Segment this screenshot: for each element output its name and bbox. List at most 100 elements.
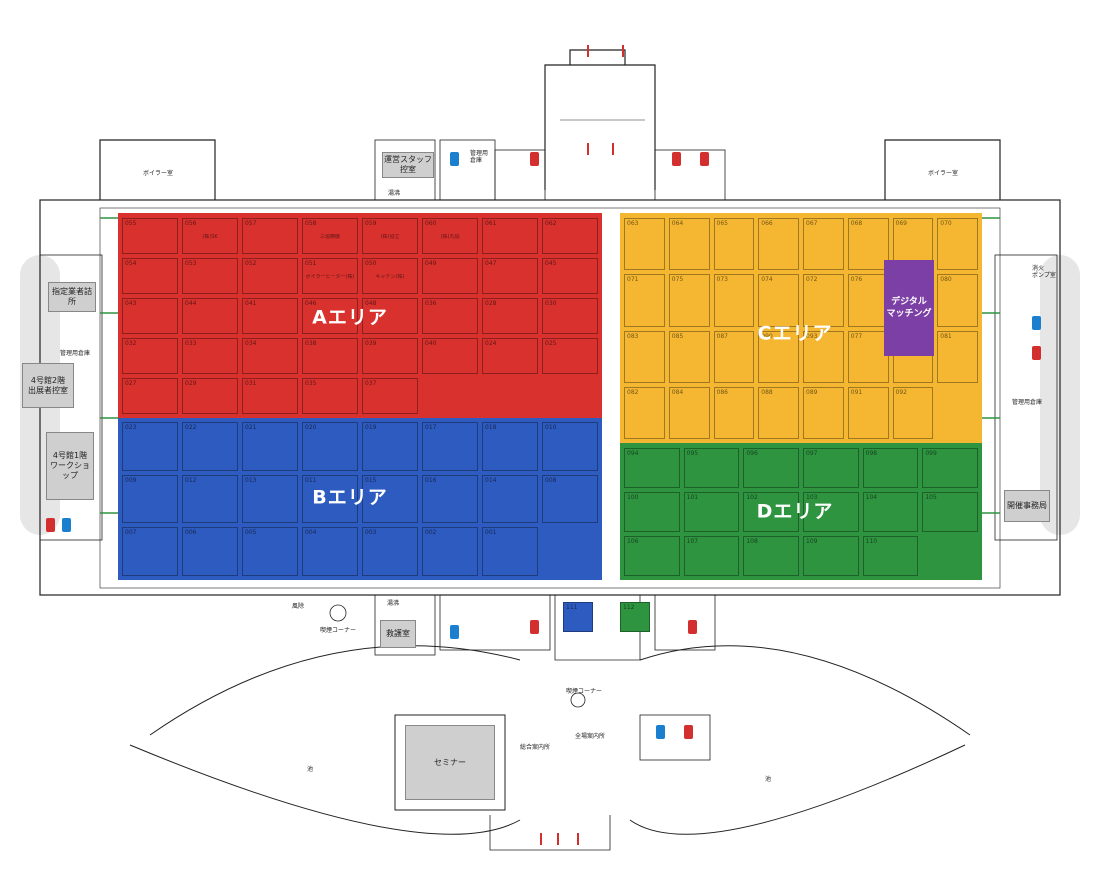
booth-023[interactable]: 023: [122, 422, 178, 471]
booth-110[interactable]: 110: [862, 536, 919, 576]
booth-030[interactable]: 030: [542, 298, 598, 334]
booth-012[interactable]: 012: [182, 474, 238, 524]
booth-028[interactable]: 028: [482, 298, 538, 334]
booth-007[interactable]: 007: [122, 527, 178, 576]
booth-035[interactable]: 035: [302, 378, 358, 414]
booth-016[interactable]: 016: [422, 474, 478, 524]
booth-109[interactable]: 109: [803, 536, 859, 576]
booth-034[interactable]: 034: [242, 338, 298, 374]
booth-055[interactable]: 055: [122, 218, 178, 254]
booth-046[interactable]: 046: [302, 298, 358, 334]
booth-095[interactable]: 095: [683, 448, 740, 488]
booth-105[interactable]: 105: [922, 492, 978, 532]
booth-091[interactable]: 091: [847, 386, 889, 439]
booth-020[interactable]: 020: [302, 422, 358, 471]
booth-037[interactable]: 037: [362, 378, 418, 414]
booth-101[interactable]: 101: [683, 492, 740, 532]
booth-065[interactable]: 065: [713, 218, 755, 271]
booth-111[interactable]: 111: [563, 602, 593, 632]
booth-096[interactable]: 096: [743, 448, 799, 488]
booth-082[interactable]: 082: [624, 386, 665, 439]
booth-011[interactable]: 011: [302, 474, 358, 524]
booth-013[interactable]: 013: [242, 474, 298, 524]
booth-092[interactable]: 092: [892, 386, 934, 439]
booth-086[interactable]: 086: [713, 386, 755, 439]
booth-084[interactable]: 084: [668, 386, 710, 439]
booth-021[interactable]: 021: [242, 422, 298, 471]
booth-039[interactable]: 039: [362, 338, 418, 374]
booth-024[interactable]: 024: [482, 338, 538, 374]
booth-070[interactable]: 070: [937, 218, 978, 271]
booth-001[interactable]: 001: [482, 527, 538, 576]
booth-099[interactable]: 099: [922, 448, 978, 488]
booth-081[interactable]: 081: [937, 330, 978, 383]
booth-052[interactable]: 052: [242, 258, 298, 294]
booth-074[interactable]: 074: [758, 274, 799, 327]
booth-004[interactable]: 004: [302, 527, 358, 576]
booth-089[interactable]: 089: [803, 386, 844, 439]
booth-112[interactable]: 112: [620, 602, 650, 632]
booth-097[interactable]: 097: [803, 448, 859, 488]
booth-073[interactable]: 073: [713, 274, 755, 327]
booth-047[interactable]: 047: [482, 258, 538, 294]
booth-083[interactable]: 083: [624, 330, 665, 383]
booth-009[interactable]: 009: [122, 474, 178, 524]
booth-085[interactable]: 085: [668, 330, 710, 383]
booth-019[interactable]: 019: [362, 422, 418, 471]
booth-022[interactable]: 022: [182, 422, 238, 471]
booth-103[interactable]: 103: [803, 492, 859, 532]
booth-002[interactable]: 002: [422, 527, 478, 576]
booth-106[interactable]: 106: [624, 536, 680, 576]
booth-107[interactable]: 107: [683, 536, 740, 576]
booth-003[interactable]: 003: [362, 527, 418, 576]
booth-008[interactable]: 008: [542, 474, 598, 524]
booth-005[interactable]: 005: [242, 527, 298, 576]
booth-015[interactable]: 015: [362, 474, 418, 524]
booth-025[interactable]: 025: [542, 338, 598, 374]
booth-029[interactable]: 029: [182, 378, 238, 414]
booth-049[interactable]: 049: [422, 258, 478, 294]
booth-093[interactable]: 093: [803, 330, 844, 383]
booth-088[interactable]: 088: [758, 386, 799, 439]
booth-032[interactable]: 032: [122, 338, 178, 374]
booth-006[interactable]: 006: [182, 527, 238, 576]
booth-059[interactable]: 059(株)協立: [362, 218, 418, 254]
booth-057[interactable]: 057: [242, 218, 298, 254]
booth-072[interactable]: 072: [803, 274, 844, 327]
booth-077[interactable]: 077: [847, 330, 889, 383]
booth-094[interactable]: 094: [624, 448, 680, 488]
booth-043[interactable]: 043: [122, 298, 178, 334]
booth-066[interactable]: 066: [758, 218, 799, 271]
booth-044[interactable]: 044: [182, 298, 238, 334]
booth-053[interactable]: 053: [182, 258, 238, 294]
booth-056[interactable]: 056(株)SK: [182, 218, 238, 254]
booth-080[interactable]: 080: [937, 274, 978, 327]
booth-045[interactable]: 045: [542, 258, 598, 294]
booth-018[interactable]: 018: [482, 422, 538, 471]
booth-068[interactable]: 068: [847, 218, 889, 271]
booth-027[interactable]: 027: [122, 378, 178, 414]
booth-064[interactable]: 064: [668, 218, 710, 271]
booth-062[interactable]: 062: [542, 218, 598, 254]
booth-098[interactable]: 098: [862, 448, 919, 488]
booth-067[interactable]: 067: [803, 218, 844, 271]
booth-036[interactable]: 036: [422, 298, 478, 334]
booth-108[interactable]: 108: [743, 536, 799, 576]
booth-031[interactable]: 031: [242, 378, 298, 414]
booth-104[interactable]: 104: [862, 492, 919, 532]
booth-017[interactable]: 017: [422, 422, 478, 471]
booth-090[interactable]: 090: [758, 330, 799, 383]
booth-061[interactable]: 061: [482, 218, 538, 254]
booth-060[interactable]: 060(株)丸協: [422, 218, 478, 254]
booth-063[interactable]: 063: [624, 218, 665, 271]
booth-075[interactable]: 075: [668, 274, 710, 327]
booth-048[interactable]: 048: [362, 298, 418, 334]
booth-014[interactable]: 014: [482, 474, 538, 524]
booth-010[interactable]: 010: [542, 422, 598, 471]
digital-matching-area[interactable]: デジタル マッチング: [884, 260, 934, 356]
booth-041[interactable]: 041: [242, 298, 298, 334]
booth-076[interactable]: 076: [847, 274, 889, 327]
